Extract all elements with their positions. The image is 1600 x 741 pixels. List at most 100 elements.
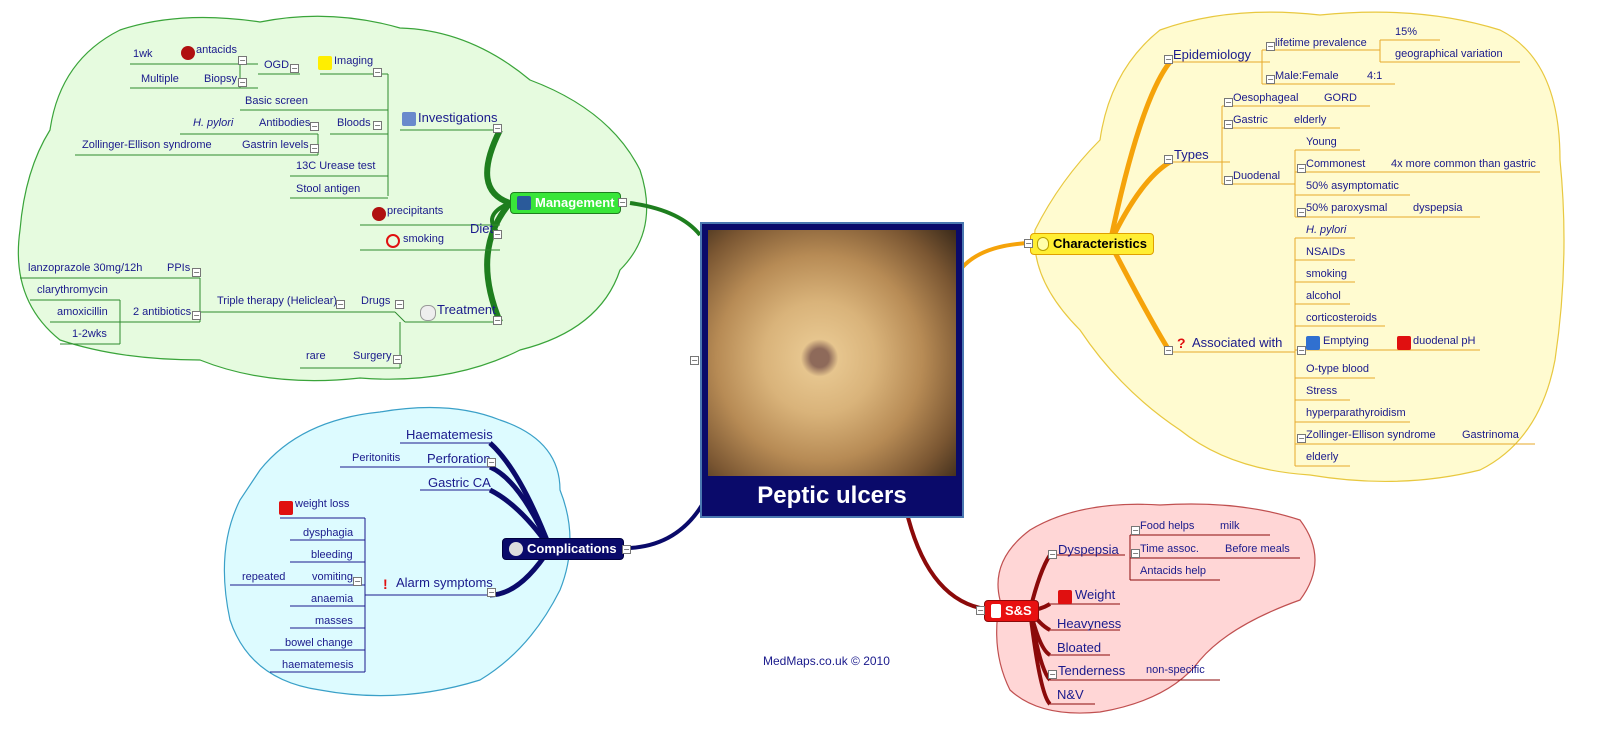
urease-test-node[interactable]: 13C Urease test bbox=[296, 160, 376, 172]
treatment-toggle[interactable]: − bbox=[493, 316, 502, 325]
tenderness-toggle[interactable]: − bbox=[1048, 670, 1057, 679]
dyspepsia-toggle[interactable]: − bbox=[1048, 550, 1057, 559]
bleeding-node[interactable]: bleeding bbox=[311, 549, 353, 561]
rare-node[interactable]: rare bbox=[306, 350, 326, 362]
peritonitis-node[interactable]: Peritonitis bbox=[352, 452, 401, 464]
alarm-haematemesis-node[interactable]: haematemesis bbox=[282, 659, 354, 671]
hyperparathyroidism-node[interactable]: hyperparathyroidism bbox=[1306, 407, 1406, 419]
asymptomatic-node[interactable]: 50% asymptomatic bbox=[1306, 180, 1399, 192]
fifteen-percent-node[interactable]: 15% bbox=[1395, 26, 1418, 38]
haematemesis-node[interactable]: Haematemesis bbox=[406, 427, 493, 442]
investigations-node[interactable]: Investigations bbox=[418, 110, 498, 125]
assoc-zollinger-node[interactable]: Zollinger-Ellison syndrome bbox=[1306, 429, 1436, 441]
smoking-node[interactable]: smoking bbox=[403, 233, 444, 245]
gastric-ca-node[interactable]: Gastric CA bbox=[428, 475, 491, 490]
duodenal-ph-node[interactable]: duodenal pH bbox=[1413, 335, 1476, 347]
multiple-node[interactable]: Multiple bbox=[141, 73, 179, 85]
bloated-node[interactable]: Bloated bbox=[1057, 640, 1102, 655]
four-times-node[interactable]: 4x more common than gastric bbox=[1391, 158, 1536, 170]
triple-therapy-node[interactable]: Triple therapy (Heliclear) bbox=[217, 295, 338, 307]
antibiotics-toggle[interactable]: − bbox=[192, 311, 201, 320]
dyspepsia-symptom-node[interactable]: Dyspepsia bbox=[1058, 542, 1119, 557]
emptying-toggle[interactable]: − bbox=[1297, 346, 1306, 355]
lifetime-toggle[interactable]: − bbox=[1266, 42, 1275, 51]
gord-node[interactable]: GORD bbox=[1324, 92, 1357, 104]
basic-screen-node[interactable]: Basic screen bbox=[245, 95, 308, 107]
before-meals-node[interactable]: Before meals bbox=[1225, 543, 1290, 555]
gastrin-toggle[interactable]: − bbox=[310, 144, 319, 153]
one-week-node[interactable]: 1wk bbox=[133, 48, 153, 60]
treatment-node[interactable]: Treatment bbox=[437, 302, 496, 317]
time-assoc-node[interactable]: Time assoc. bbox=[1140, 543, 1199, 555]
masses-node[interactable]: masses bbox=[315, 615, 353, 627]
gastrinoma-node[interactable]: Gastrinoma bbox=[1462, 429, 1519, 441]
o-type-blood-node[interactable]: O-type blood bbox=[1306, 363, 1369, 375]
triple-therapy-toggle[interactable]: − bbox=[336, 300, 345, 309]
alarm-symptoms-node[interactable]: Alarm symptoms bbox=[396, 575, 493, 590]
ppis-node[interactable]: PPIs bbox=[167, 262, 191, 274]
male-female-toggle[interactable]: − bbox=[1266, 75, 1275, 84]
antibodies-toggle[interactable]: − bbox=[310, 122, 319, 131]
time-assoc-toggle[interactable]: − bbox=[1131, 549, 1140, 558]
non-specific-node[interactable]: non-specific bbox=[1146, 664, 1205, 676]
ogd-node[interactable]: OGD bbox=[264, 59, 290, 71]
perforation-toggle[interactable]: − bbox=[487, 458, 496, 467]
zollinger-ellison-node[interactable]: Zollinger-Ellison syndrome bbox=[82, 139, 212, 151]
management-toggle[interactable]: − bbox=[618, 198, 627, 207]
assoc-h-pylori-node[interactable]: H. pylori bbox=[1306, 224, 1347, 236]
dysphagia-node[interactable]: dysphagia bbox=[303, 527, 354, 539]
assoc-smoking-node[interactable]: smoking bbox=[1306, 268, 1347, 280]
male-female-node[interactable]: Male:Female bbox=[1275, 70, 1339, 82]
oesophageal-toggle[interactable]: − bbox=[1224, 98, 1233, 107]
h-pylori-node[interactable]: H. pylori bbox=[193, 117, 234, 129]
precipitants-node[interactable]: precipitants bbox=[387, 205, 444, 217]
duodenal-toggle[interactable]: − bbox=[1224, 176, 1233, 185]
ss-toggle[interactable]: − bbox=[976, 606, 985, 615]
antibiotics-node[interactable]: 2 antibiotics bbox=[133, 306, 192, 318]
repeated-node[interactable]: repeated bbox=[242, 571, 286, 583]
anaemia-node[interactable]: anaemia bbox=[311, 593, 354, 605]
duration-node[interactable]: 1-2wks bbox=[72, 328, 107, 340]
heavyness-node[interactable]: Heavyness bbox=[1057, 616, 1122, 631]
antacids-node[interactable]: antacids bbox=[196, 44, 237, 56]
alcohol-node[interactable]: alcohol bbox=[1306, 290, 1341, 302]
surgery-toggle[interactable]: − bbox=[393, 355, 402, 364]
drugs-toggle[interactable]: − bbox=[395, 300, 404, 309]
perforation-node[interactable]: Perforation bbox=[427, 451, 491, 466]
food-helps-node[interactable]: Food helps bbox=[1140, 520, 1195, 532]
vomiting-node[interactable]: vomiting bbox=[312, 571, 353, 583]
stool-antigen-node[interactable]: Stool antigen bbox=[296, 183, 361, 195]
duodenal-node[interactable]: Duodenal bbox=[1233, 170, 1281, 182]
complications-topic[interactable]: Complications bbox=[502, 538, 624, 560]
nv-node[interactable]: N&V bbox=[1057, 687, 1084, 702]
ogd-toggle[interactable]: − bbox=[290, 64, 299, 73]
bloods-toggle[interactable]: − bbox=[373, 121, 382, 130]
associated-with-node[interactable]: Associated with bbox=[1192, 335, 1283, 350]
associated-toggle[interactable]: − bbox=[1164, 346, 1173, 355]
gastrin-levels-node[interactable]: Gastrin levels bbox=[242, 139, 309, 151]
diet-node[interactable]: Diet bbox=[470, 221, 494, 236]
paroxysmal-node[interactable]: 50% paroxysmal bbox=[1306, 202, 1388, 214]
lifetime-prevalence-node[interactable]: lifetime prevalence bbox=[1275, 37, 1367, 49]
types-node[interactable]: Types bbox=[1174, 147, 1209, 162]
young-node[interactable]: Young bbox=[1306, 136, 1337, 148]
weight-node[interactable]: Weight bbox=[1075, 587, 1116, 602]
biopsy-node[interactable]: Biopsy bbox=[204, 73, 238, 85]
clarythromycin-node[interactable]: clarythromycin bbox=[37, 284, 108, 296]
epidemiology-toggle[interactable]: − bbox=[1164, 55, 1173, 64]
lanzoprazole-node[interactable]: lanzoprazole 30mg/12h bbox=[28, 262, 143, 274]
bowel-change-node[interactable]: bowel change bbox=[285, 637, 353, 649]
oesophageal-node[interactable]: Oesophageal bbox=[1233, 92, 1299, 104]
antacids-help-node[interactable]: Antacids help bbox=[1140, 565, 1207, 577]
central-topic[interactable]: Peptic ulcers bbox=[700, 222, 964, 518]
surgery-node[interactable]: Surgery bbox=[353, 350, 392, 362]
food-helps-toggle[interactable]: − bbox=[1131, 526, 1140, 535]
emptying-node[interactable]: Emptying bbox=[1323, 335, 1369, 347]
imaging-node[interactable]: Imaging bbox=[334, 55, 374, 67]
commonest-node[interactable]: Commonest bbox=[1306, 158, 1366, 170]
complications-toggle[interactable]: − bbox=[622, 545, 631, 554]
vomiting-toggle[interactable]: − bbox=[353, 577, 362, 586]
geographical-variation-node[interactable]: geographical variation bbox=[1395, 48, 1503, 60]
epidemiology-node[interactable]: Epidemiology bbox=[1173, 47, 1252, 62]
gastric-node[interactable]: Gastric bbox=[1233, 114, 1268, 126]
